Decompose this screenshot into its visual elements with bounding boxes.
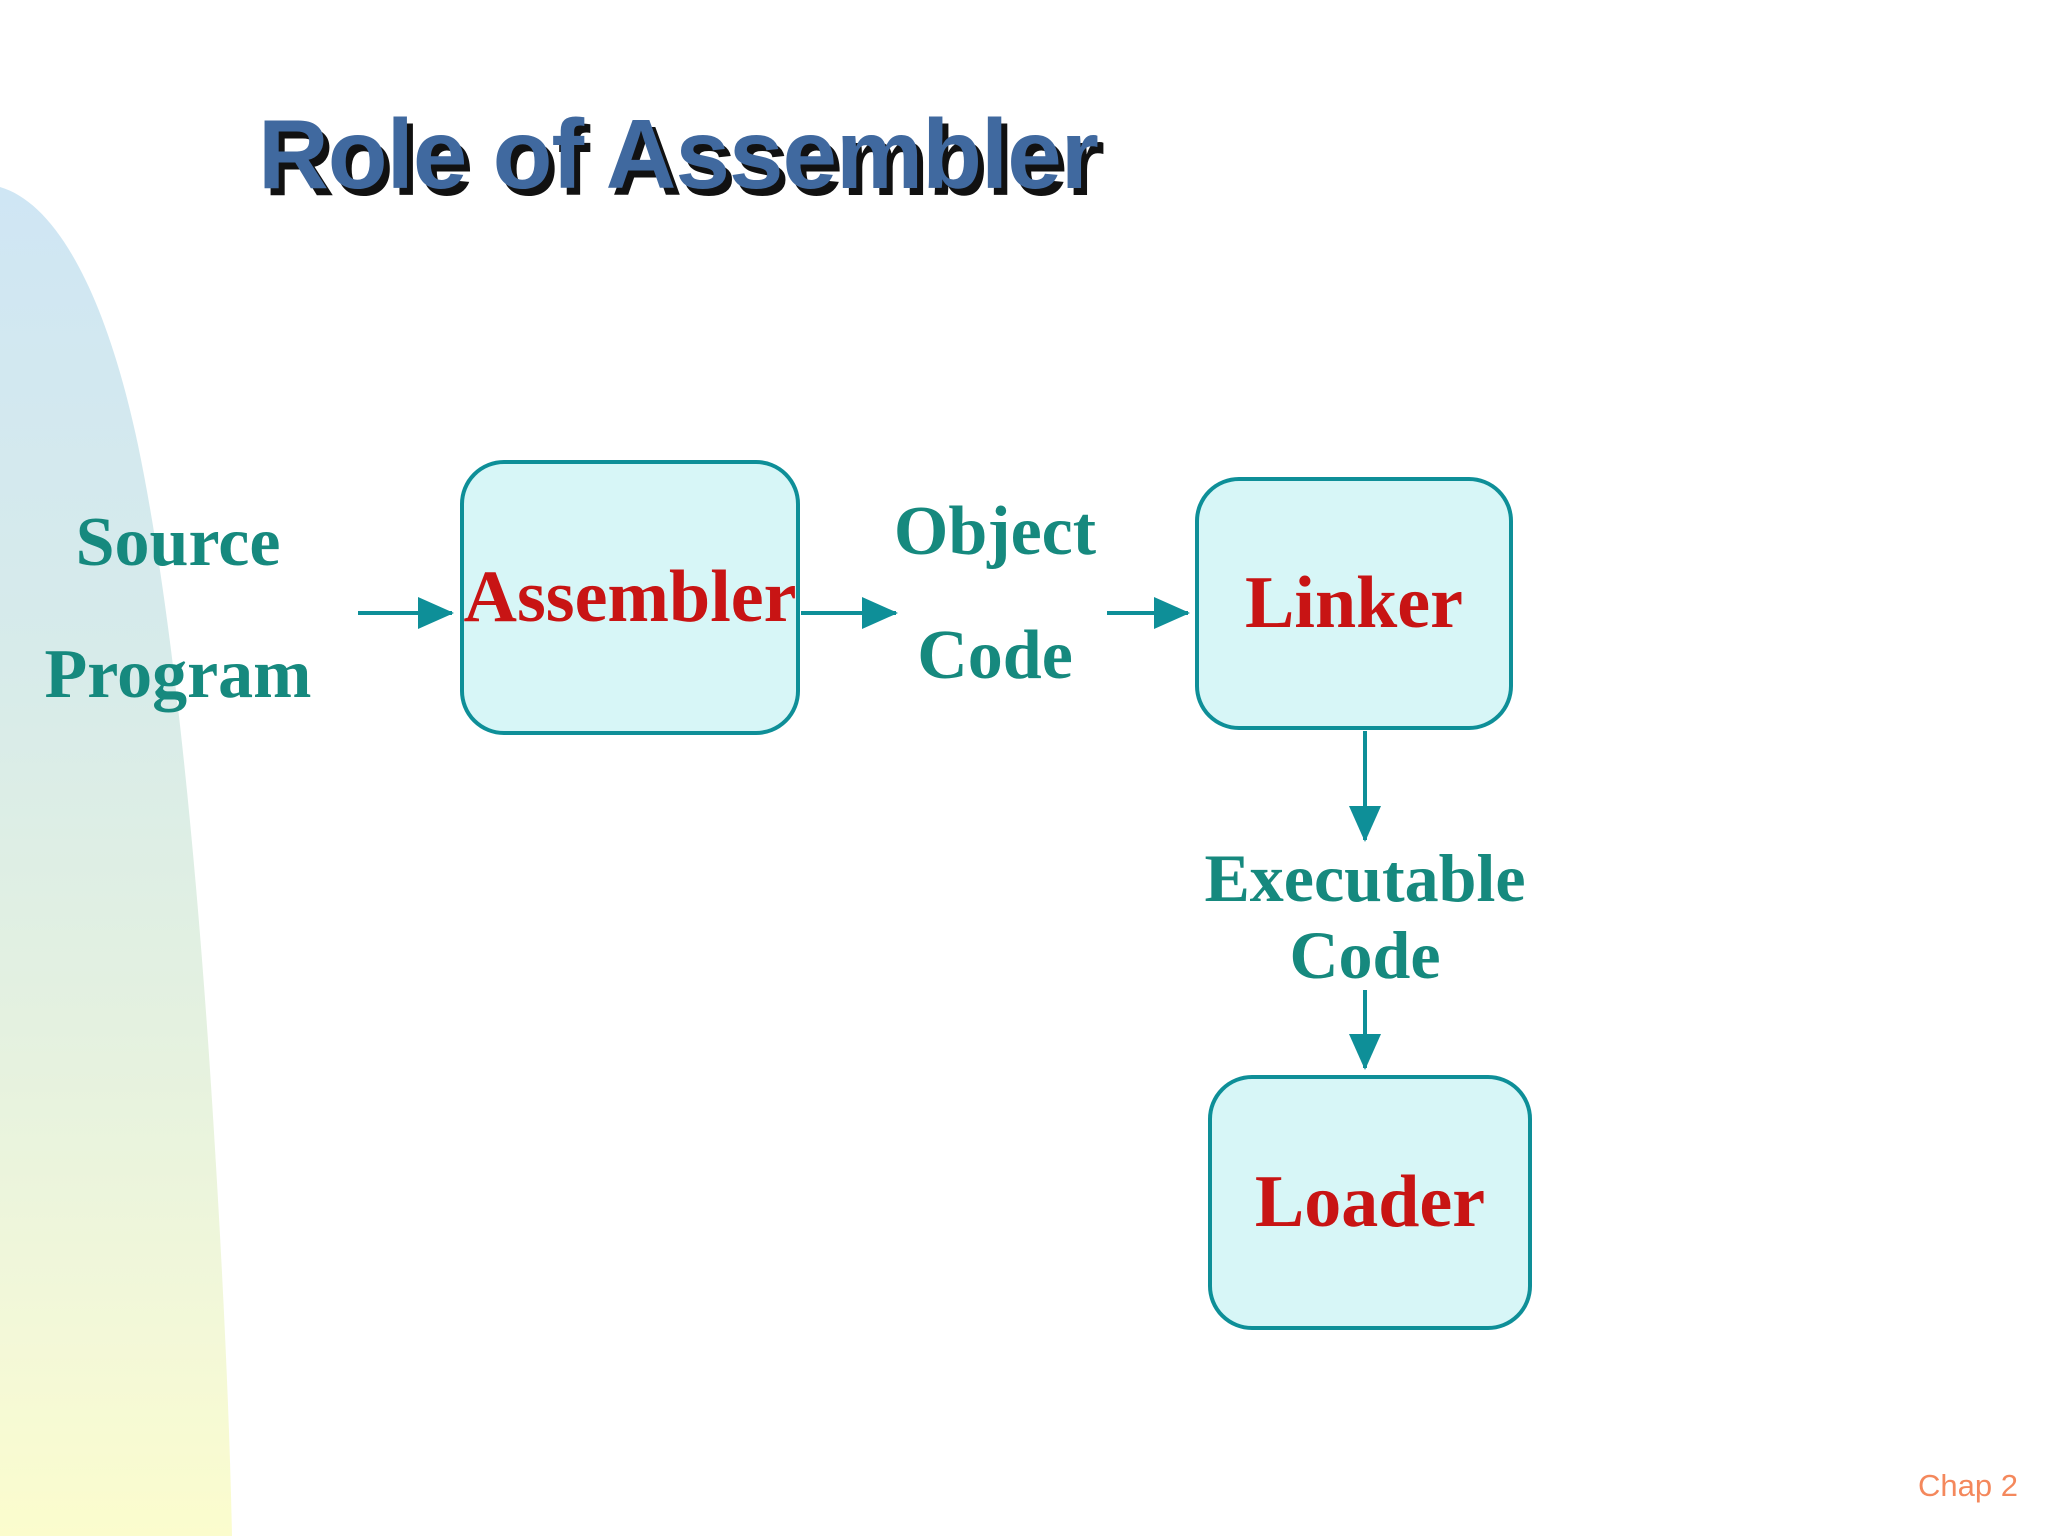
label-line: Program: [44, 636, 312, 713]
node-loader-label: Loader: [1254, 1161, 1486, 1243]
label-executable-code: Executable Code: [1185, 840, 1545, 994]
page-label: Chap 2: [1918, 1468, 2018, 1503]
left-gradient-decoration: [0, 187, 232, 1536]
node-loader: Loader: [1208, 1075, 1532, 1330]
label-line: Object: [893, 493, 1097, 570]
label-line: Executable: [1204, 840, 1526, 916]
node-linker: Linker: [1195, 477, 1513, 730]
label-line: Code: [917, 617, 1073, 694]
label-source-program: Source Program: [28, 508, 328, 710]
label-line: Source: [75, 504, 281, 581]
slide-title: Role of Assembler: [258, 99, 1099, 209]
node-assembler: Assembler: [460, 460, 800, 735]
node-assembler-label: Assembler: [463, 556, 797, 638]
label-line: Code: [1289, 917, 1441, 993]
node-linker-label: Linker: [1245, 562, 1463, 644]
label-object-code: Object Code: [855, 497, 1135, 691]
